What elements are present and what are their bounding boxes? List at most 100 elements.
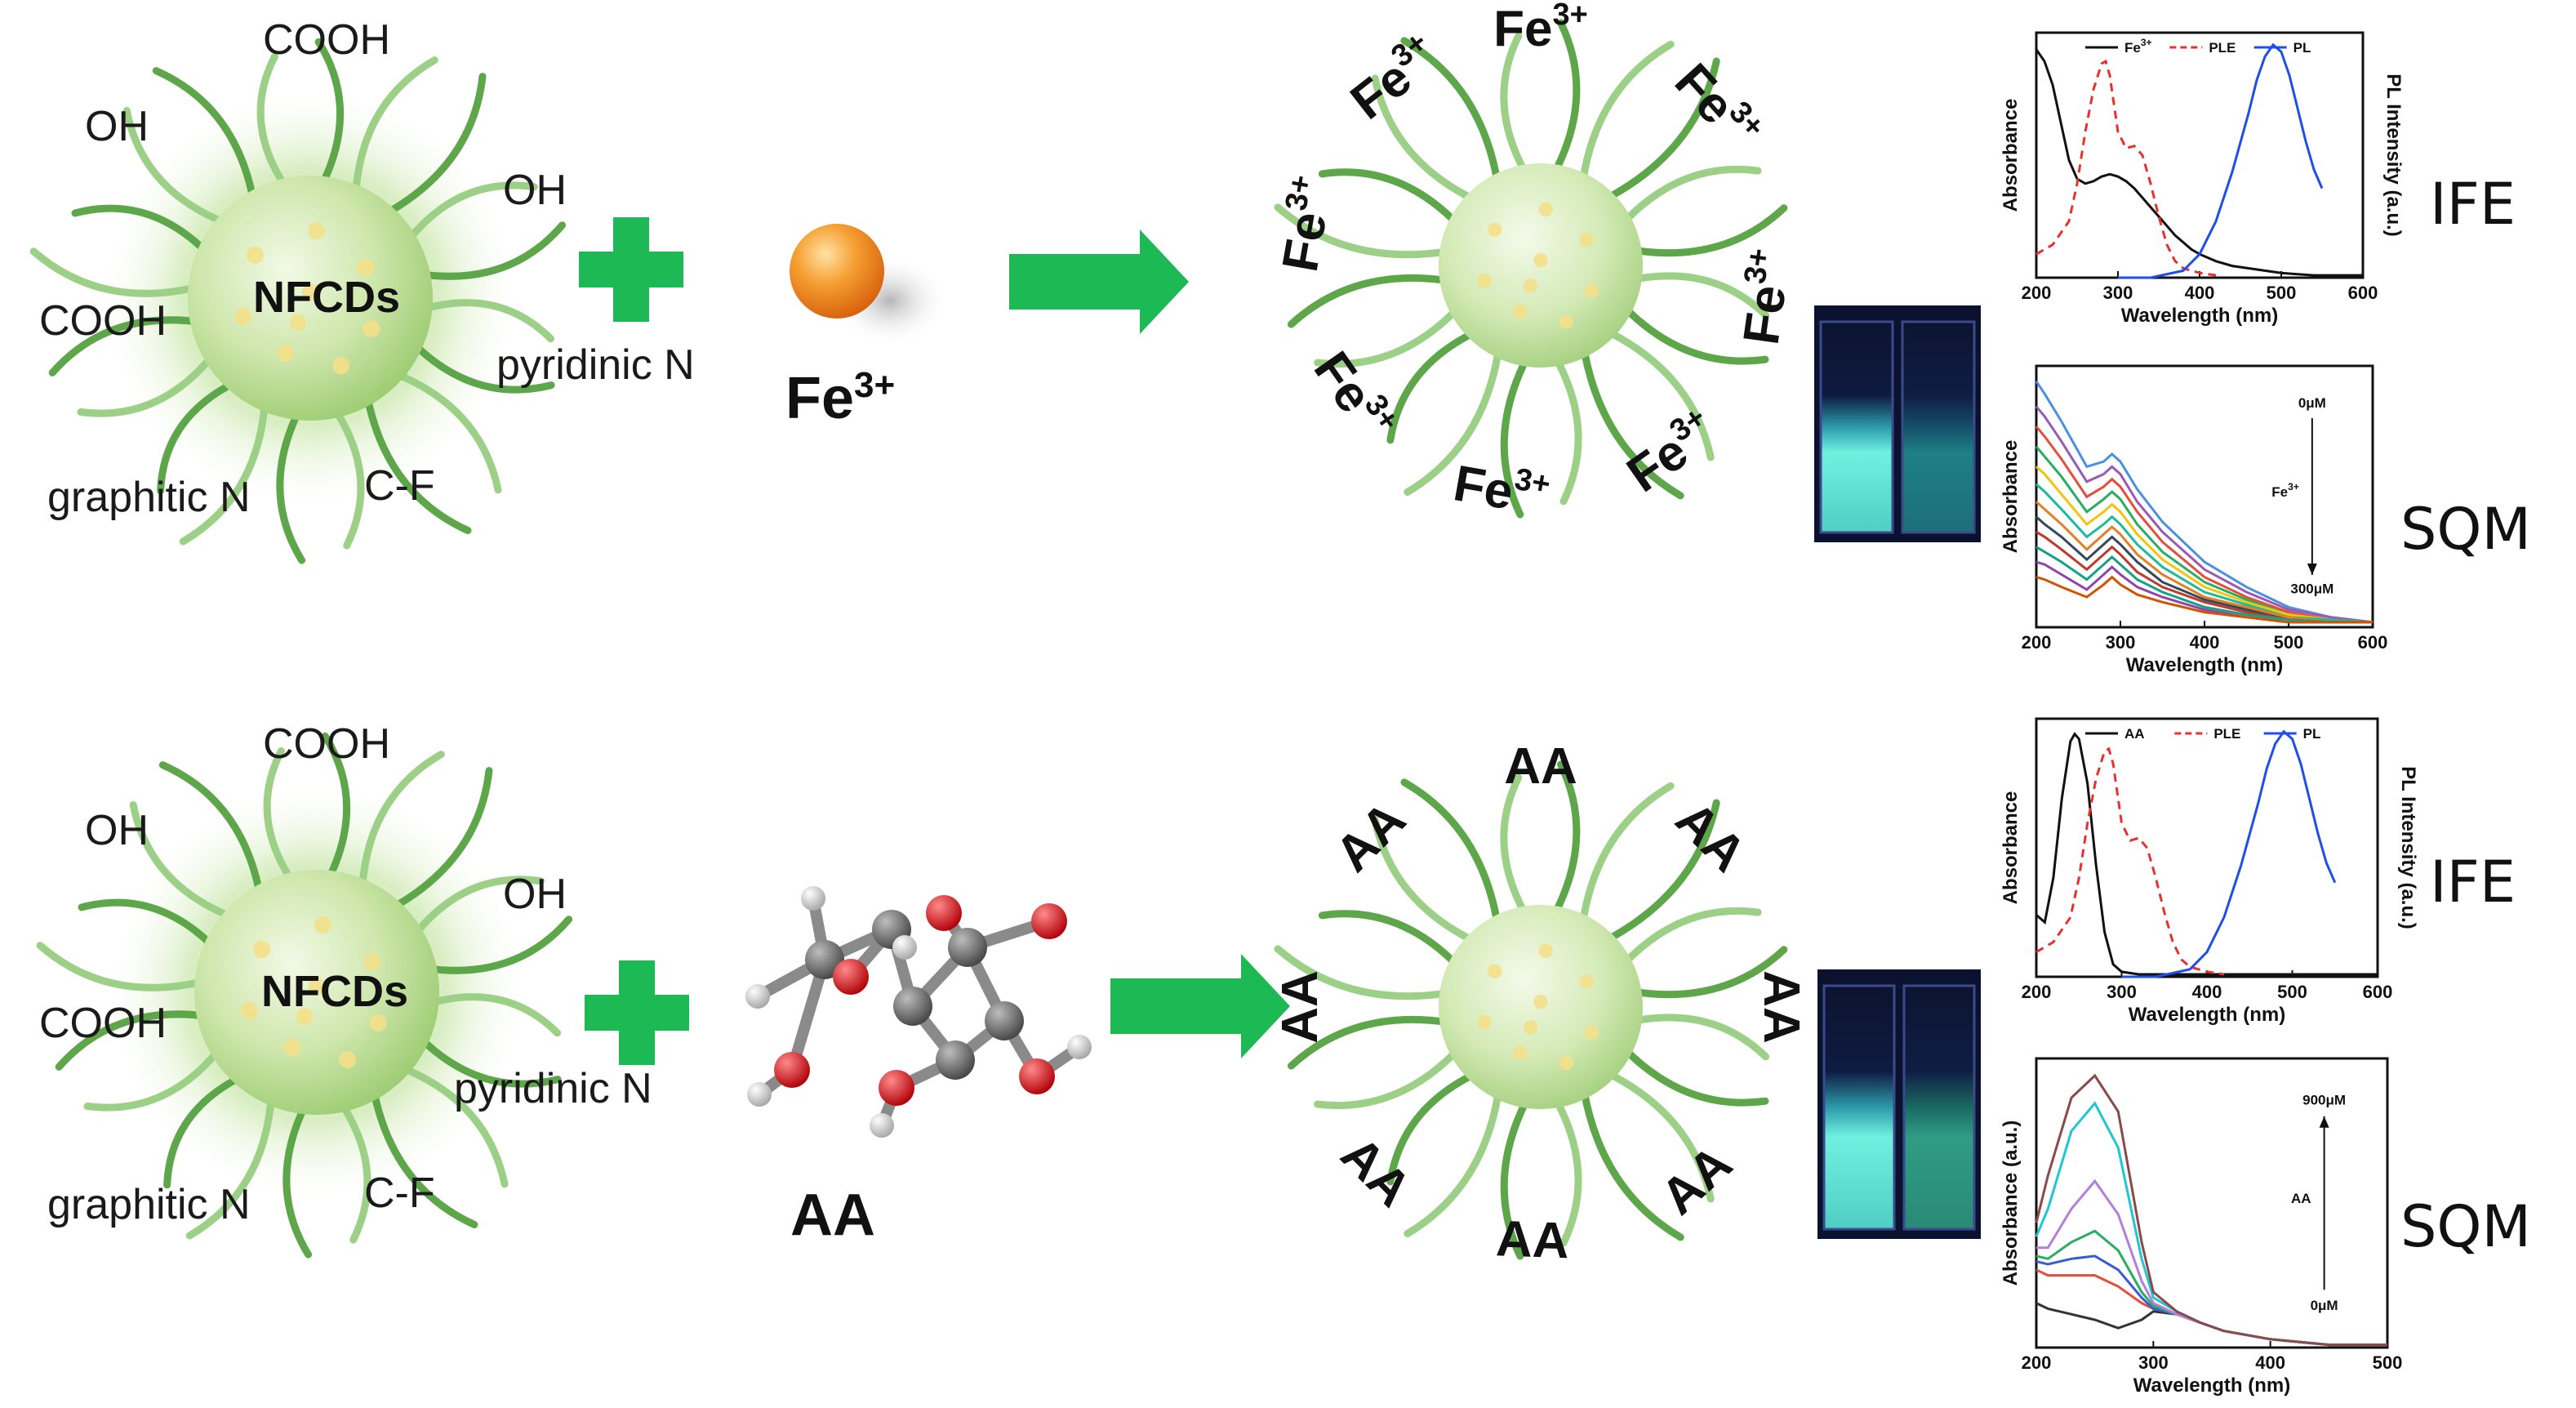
annotation-mid-main: AA (2291, 1191, 2311, 1206)
mechanism-ife-2: IFE (2430, 849, 2516, 916)
x-tick-label: 400 (2255, 1352, 2285, 1373)
x-tick-label: 600 (2358, 632, 2388, 653)
cuvette-bright (1819, 320, 1894, 534)
nfcd-fe-complex (1274, 19, 1788, 519)
dot-spot (247, 247, 264, 264)
x-tick-label: 500 (2277, 982, 2307, 1002)
ligand-chain (1287, 1015, 1453, 1070)
dot-spot (296, 1008, 314, 1026)
carbon-dot-layer (29, 19, 1788, 1260)
row1-bound-fe-labels: Fe3+Fe3+Fe3+Fe3+Fe3+Fe3+Fe3+Fe3+ (1272, 0, 1797, 527)
arrow-shape (1009, 229, 1189, 334)
ligand-chain (1500, 354, 1531, 519)
nfcd-aa-complex (1274, 760, 1788, 1260)
bound-label-main: AA (1330, 1126, 1421, 1218)
plus-horizontal (585, 995, 689, 1031)
x-tick-label: 600 (2363, 982, 2393, 1002)
ligand-chain (1604, 327, 1715, 461)
legend-label-main: PL (2293, 40, 2311, 56)
dot-spot (301, 283, 319, 301)
annotation-mid-sup: 3+ (2288, 481, 2299, 492)
ligand-chain (36, 942, 209, 991)
carbon-atom (893, 987, 932, 1026)
ligand-chain (1629, 946, 1788, 999)
bound-label-main: AA (1495, 1211, 1570, 1270)
x-tick-label: 600 (2348, 283, 2378, 303)
ligand-chain (1552, 1095, 1582, 1247)
legend-label-main: PLE (2209, 40, 2236, 56)
series-line-7 (2035, 501, 2373, 624)
label-nfcds-core-2: NFCDs (261, 967, 408, 1016)
x-tick-label: 500 (2267, 283, 2297, 303)
ligand-chain (381, 73, 487, 218)
bound-label-main: Fe (1272, 207, 1338, 275)
dot-spot (283, 1039, 301, 1056)
bound-label: AA (1651, 1135, 1743, 1226)
label-oh-right-2: OH (503, 871, 567, 918)
ligand-chain (425, 993, 562, 1037)
legend-label-sup: 3+ (2141, 37, 2152, 48)
bound-label-sup: 3+ (1279, 172, 1319, 213)
ligand-chain (185, 1091, 275, 1240)
series-line-pl (2121, 729, 2337, 978)
dot-spot (1559, 314, 1573, 329)
dot-spot (1533, 995, 1548, 1009)
series-line-aa (2035, 732, 2378, 976)
bound-label: Fe3+ (1449, 452, 1553, 527)
ligand-chain (1386, 1070, 1479, 1186)
ligand-chain (1550, 760, 1581, 918)
bound-label-main: AA (1504, 738, 1577, 795)
x-axis-label: Wavelength (nm) (2133, 1375, 2290, 1397)
oxygen-atom (833, 959, 869, 995)
row1-surface-labels: COOH OH OH COOH pyridinic N graphitic N … (39, 16, 695, 521)
x-tick-label: 400 (2185, 283, 2215, 303)
series-line-3 (2035, 426, 2374, 624)
hydrogen-atom (745, 984, 770, 1009)
bound-label-main: Fe (1493, 1, 1552, 57)
x-tick-label: 200 (2022, 632, 2052, 653)
reagent-layer (579, 217, 1981, 1239)
label-oh-left: OH (85, 103, 149, 150)
ligand-chain (1500, 32, 1529, 177)
label-pyridinic-n-2: pyridinic N (454, 1065, 652, 1112)
series-line-2 (2035, 405, 2374, 624)
bound-label-main: AA (1272, 970, 1328, 1044)
dot-spot (1538, 943, 1553, 958)
x-tick-label: 300 (2107, 982, 2137, 1002)
y2-axis-label: PL Intensity (a.u.) (2382, 74, 2405, 237)
ligand-chain (1630, 272, 1770, 319)
label-oh-left-2: OH (85, 807, 149, 854)
ligand-chain (1404, 1087, 1503, 1237)
label-cooh-left-2: COOH (39, 1000, 167, 1047)
ligand-chain (1580, 345, 1684, 500)
legend-label: PL (2303, 726, 2321, 742)
x-axis-label: Wavelength (nm) (2129, 1004, 2285, 1026)
label-c-f: C-F (364, 462, 435, 510)
ligand-chain (1620, 907, 1762, 968)
plot-frame (2035, 717, 2379, 978)
bound-label-sup: 3+ (1738, 246, 1777, 286)
ligand-chain (321, 732, 351, 884)
row1-mechanism-labels: IFE SQM (2400, 171, 2531, 563)
ligand-chain (1500, 1096, 1531, 1260)
hydrogen-atom (870, 1113, 894, 1138)
ligand-chain (1404, 345, 1503, 496)
dot-spot (289, 314, 307, 332)
ligand-chain (1314, 305, 1462, 368)
dot-spot (1579, 974, 1594, 989)
dot-spot (1538, 202, 1553, 216)
mechanism-ife-1: IFE (2430, 171, 2516, 238)
x-axis-label: Wavelength (nm) (2121, 305, 2278, 327)
dot-spot (369, 1014, 387, 1031)
ligand-chain (397, 1063, 509, 1188)
plot-frame (2035, 1057, 2389, 1349)
x-tick-label: 400 (2190, 632, 2220, 653)
ligand-chain (77, 351, 217, 417)
dot-spot (1584, 283, 1599, 298)
series-line-ple (2035, 746, 2225, 976)
ligand-chain (48, 316, 204, 377)
bound-label: AA (1272, 970, 1328, 1044)
x-tick-label: 300 (2106, 632, 2136, 653)
